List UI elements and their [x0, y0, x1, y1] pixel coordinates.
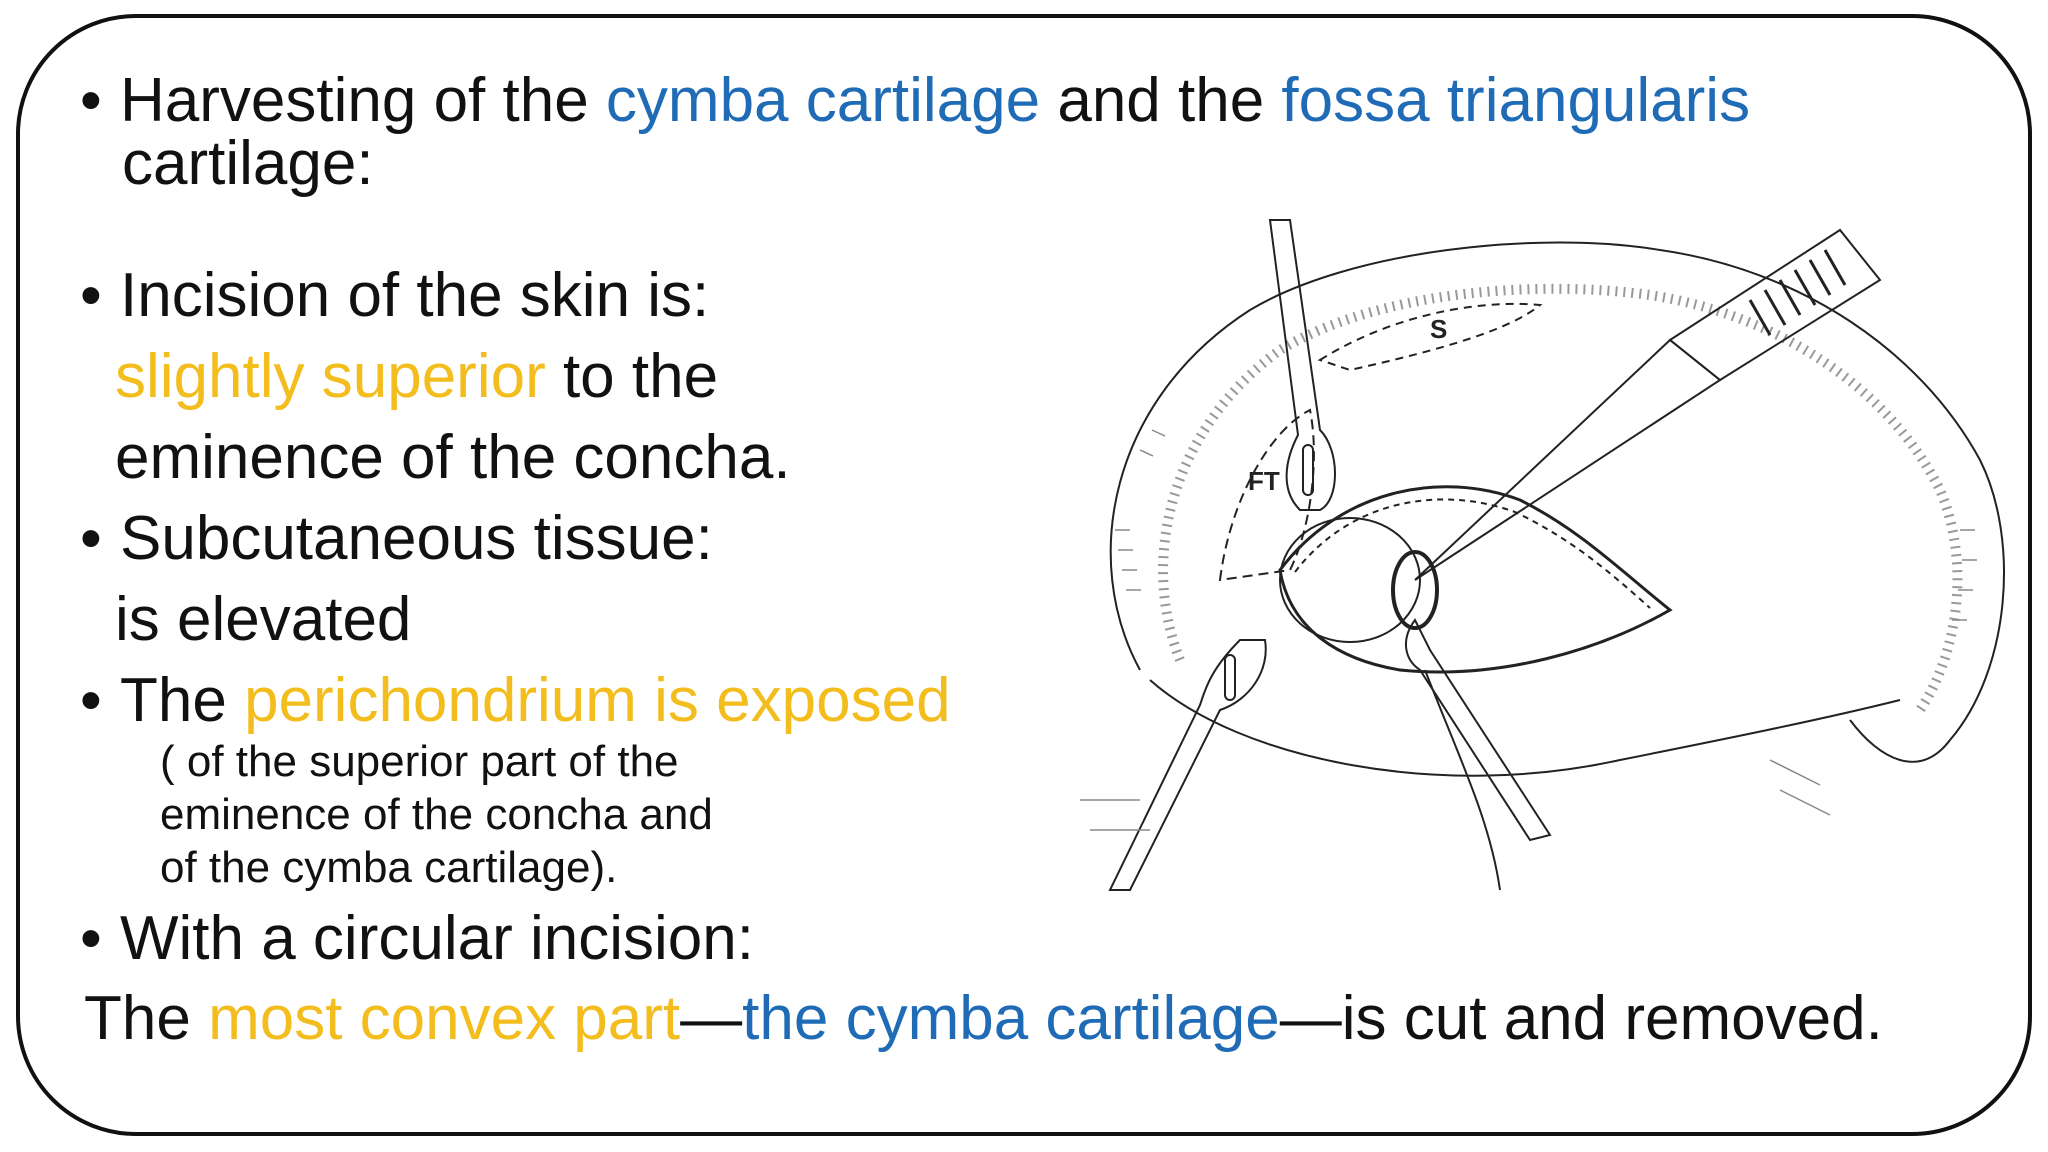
incision-title-text: Incision of the skin is: — [120, 261, 710, 330]
ear-surgery-illustration: S FT — [1080, 219, 2005, 891]
retractor-left — [1108, 639, 1267, 891]
label-s: S — [1430, 314, 1447, 344]
scalpel-grip-lines — [1748, 249, 1847, 336]
circular-line-2: The most convex part—the cymba cartilage… — [84, 988, 1883, 1050]
heading-line-1: •Harvesting of the cymba cartilage and t… — [80, 70, 1750, 132]
bullet: • — [80, 904, 102, 973]
perichondrium-exposed: perichondrium is exposed — [244, 666, 951, 735]
slightly-superior: slightly superior — [115, 342, 546, 411]
bullet: • — [80, 504, 102, 573]
heading-text-1: Harvesting of the — [120, 66, 606, 135]
cut-cartilage — [1391, 550, 1439, 630]
subcutaneous-line-2: is elevated — [115, 585, 412, 654]
circular-text-5: —is cut and removed. — [1279, 984, 1883, 1053]
scalpel — [1414, 338, 1722, 581]
scalpel-handle — [1668, 228, 1882, 382]
em-dash: — — [680, 984, 743, 1053]
cymba-cartilage-disc — [1279, 517, 1421, 643]
perichondrium-title: •The perichondrium is exposed — [80, 670, 951, 732]
subcutaneous-title-text: Subcutaneous tissue: — [120, 504, 713, 573]
heading-text-3: and the — [1040, 66, 1282, 135]
incision-line-2: slightly superior to the — [115, 346, 718, 408]
cymba-cartilage: the cymba cartilage — [742, 984, 1280, 1053]
subcutaneous-title: •Subcutaneous tissue: — [80, 508, 713, 570]
region-ft — [1218, 408, 1315, 582]
retractor-left-slot — [1224, 654, 1236, 701]
perichondrium-detail-2: eminence of the concha and — [160, 790, 713, 839]
forceps-arm — [1424, 669, 1501, 891]
circular-text-1: The — [84, 984, 209, 1053]
perichondrium-prefix: The — [120, 666, 245, 735]
bullet: • — [80, 666, 102, 735]
circular-title: •With a circular incision: — [80, 908, 754, 970]
ear-lower-contour — [1149, 679, 1901, 777]
incision-dashed-edge — [1294, 498, 1651, 609]
retractor-top-slot — [1302, 444, 1314, 496]
bullet: • — [80, 66, 102, 135]
heading-cymba-cartilage: cymba cartilage — [605, 66, 1041, 135]
heading-line-2: cartilage: — [122, 129, 374, 198]
incision-title: •Incision of the skin is: — [80, 265, 709, 327]
ear-outline — [1109, 241, 2005, 763]
ear-hatching — [1080, 429, 1977, 831]
incision-opening — [1278, 485, 1673, 674]
retractor-top — [1268, 219, 1336, 511]
ear-inner-rim — [1158, 283, 1963, 713]
forceps — [1405, 618, 1552, 842]
circular-title-text: With a circular incision: — [120, 904, 754, 973]
region-s — [1317, 302, 1543, 372]
perichondrium-detail-3: of the cymba cartilage). — [160, 843, 618, 892]
incision-line-3: eminence of the concha. — [115, 423, 791, 492]
heading-fossa-triangularis: fossa triangularis — [1281, 66, 1751, 135]
label-ft: FT — [1248, 466, 1280, 496]
most-convex-part: most convex part — [208, 984, 681, 1053]
incision-rest: to the — [545, 342, 719, 411]
bullet: • — [80, 261, 102, 330]
slide-frame — [16, 14, 2032, 1136]
perichondrium-detail-1: ( of the superior part of the — [160, 737, 679, 786]
